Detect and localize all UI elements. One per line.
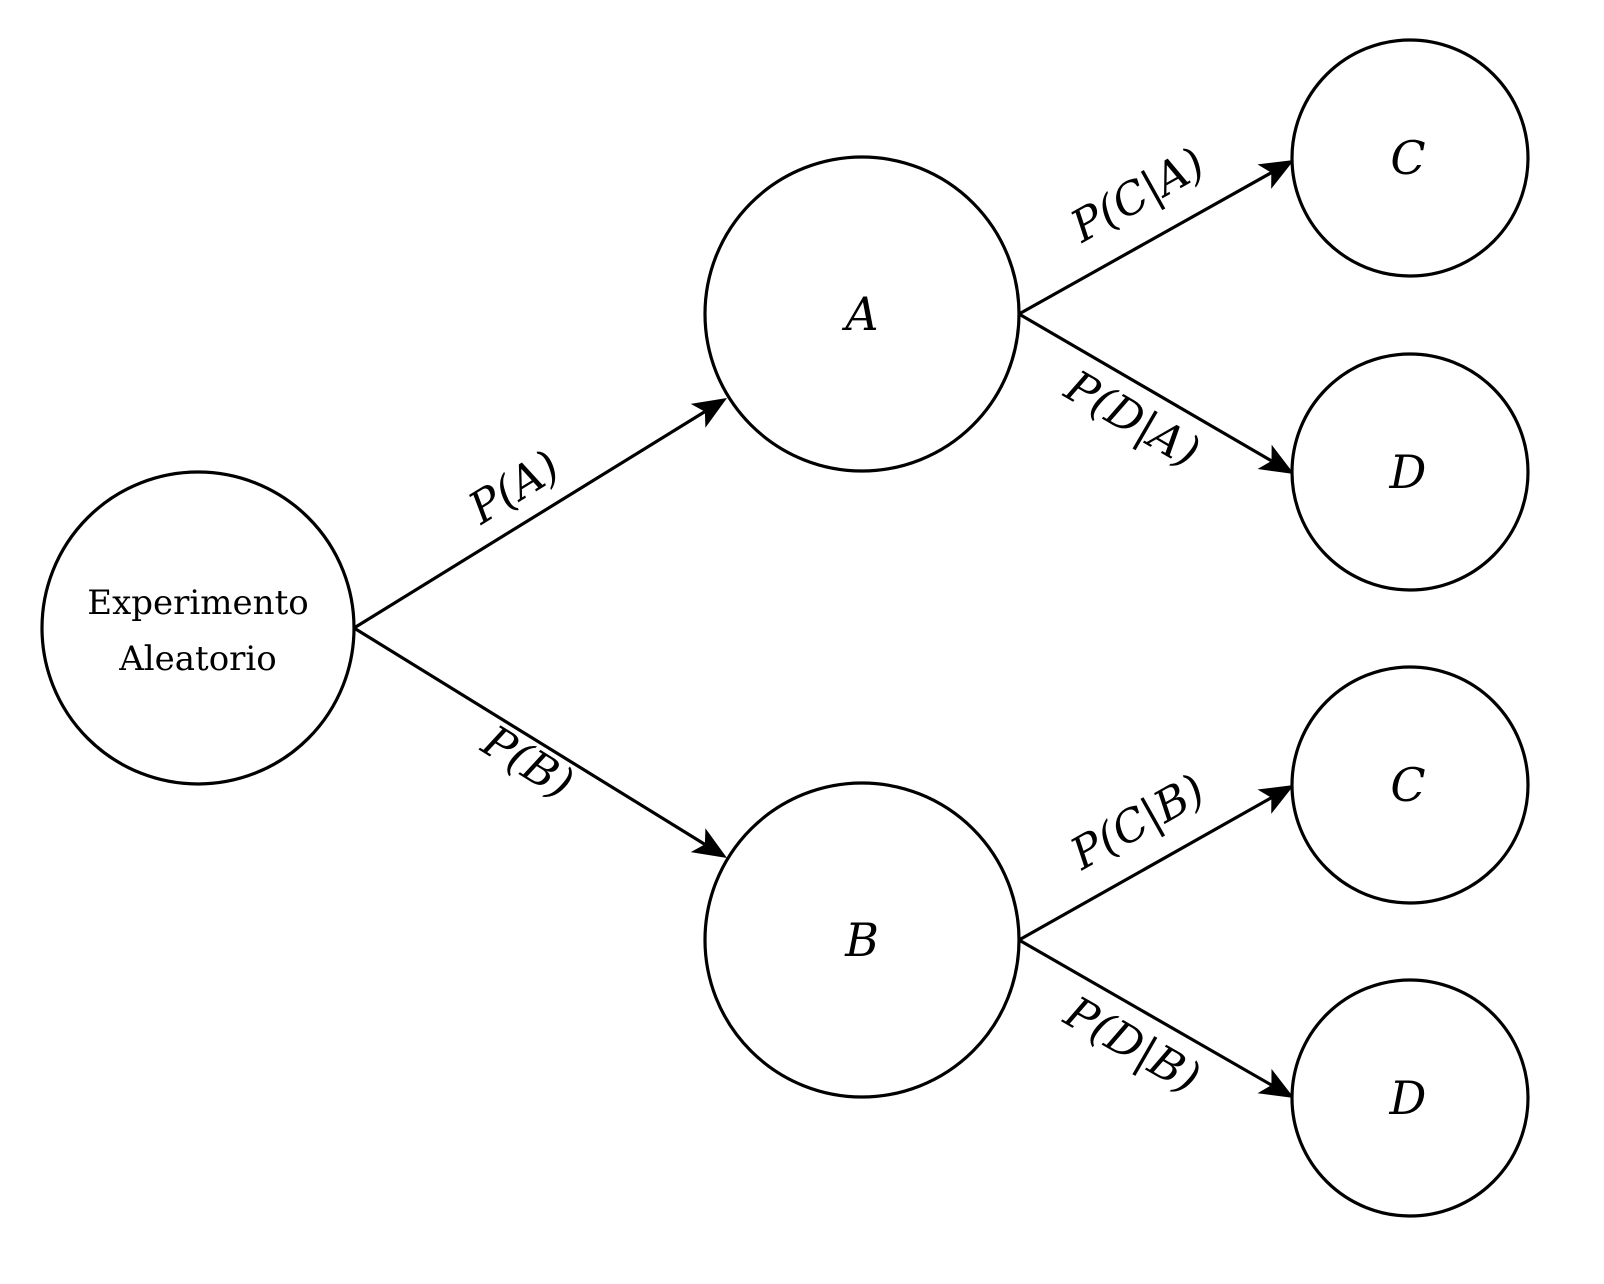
- node-d-b-label: D: [1389, 1071, 1427, 1125]
- root-label-line2: Aleatorio: [118, 639, 277, 679]
- node-c-a-label: C: [1390, 131, 1425, 185]
- node-d-a-label: D: [1389, 445, 1427, 499]
- node-c-given-a: C: [1290, 38, 1530, 278]
- arrowhead-icon: [1257, 160, 1294, 189]
- edge-b-to-c: [1018, 796, 1273, 942]
- edge-b-to-d: [1018, 938, 1273, 1087]
- arrowhead-icon: [690, 398, 727, 428]
- node-c-b-label: C: [1390, 758, 1425, 812]
- edge-a-to-d: [1018, 312, 1273, 463]
- edge-label-p-a: P(A): [459, 441, 568, 535]
- edge-root-to-b: [353, 626, 706, 846]
- node-d-given-a: D: [1290, 352, 1530, 592]
- node-a-label: A: [841, 287, 878, 341]
- arrowhead-icon: [1257, 785, 1294, 814]
- arrowhead-icon: [1257, 1068, 1294, 1098]
- edge-root-to-a: [353, 410, 706, 630]
- node-b: B: [703, 781, 1021, 1099]
- node-c-given-b: C: [1290, 665, 1530, 905]
- arrowhead-icon: [1257, 444, 1294, 474]
- node-root: Experimento Aleatorio: [40, 470, 356, 786]
- root-label-line1: Experimento: [87, 583, 308, 623]
- arrowhead-icon: [690, 828, 727, 858]
- edge-label-p-b: P(B): [472, 715, 582, 810]
- edge-a-to-c: [1018, 171, 1273, 316]
- node-a: A: [703, 155, 1021, 473]
- edge-label-p-c-given-a: P(C|A): [1062, 138, 1214, 253]
- edge-label-p-c-given-b: P(C|B): [1061, 765, 1213, 881]
- node-d-given-b: D: [1290, 978, 1530, 1218]
- node-b-label: B: [844, 913, 879, 967]
